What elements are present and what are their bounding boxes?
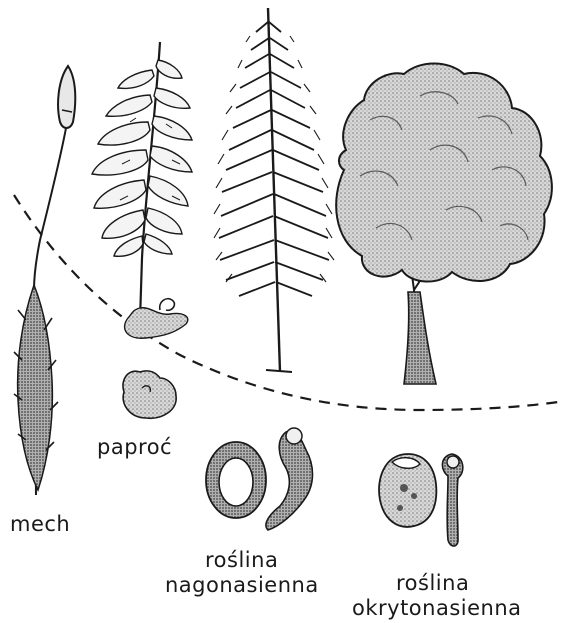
fern-sporophyte bbox=[92, 42, 192, 320]
pine-seed-ovule bbox=[206, 442, 266, 518]
angiosperm-label-line1: roślina bbox=[396, 571, 469, 595]
conifer-sporophyte bbox=[214, 8, 334, 372]
moss-label: mech bbox=[10, 512, 70, 536]
fern-prothallus bbox=[123, 371, 176, 418]
moss-gametophyte bbox=[14, 285, 58, 495]
angiosperm-label-line2: okrytonasienna bbox=[352, 596, 522, 620]
fern-label: paproć bbox=[97, 435, 172, 459]
angiosperm-ovule bbox=[379, 454, 436, 527]
pollen-tube-angiosperm bbox=[442, 454, 462, 546]
deciduous-tree-sporophyte bbox=[336, 64, 552, 385]
fern-young-sporophyte-on-prothallus bbox=[125, 299, 188, 338]
pollen-tube-gymnosperm bbox=[266, 428, 313, 530]
moss-sporophyte bbox=[34, 66, 75, 290]
gymnosperm-label-line2: nagonasienna bbox=[165, 573, 319, 597]
gymnosperm-label-line1: roślina bbox=[205, 548, 278, 572]
